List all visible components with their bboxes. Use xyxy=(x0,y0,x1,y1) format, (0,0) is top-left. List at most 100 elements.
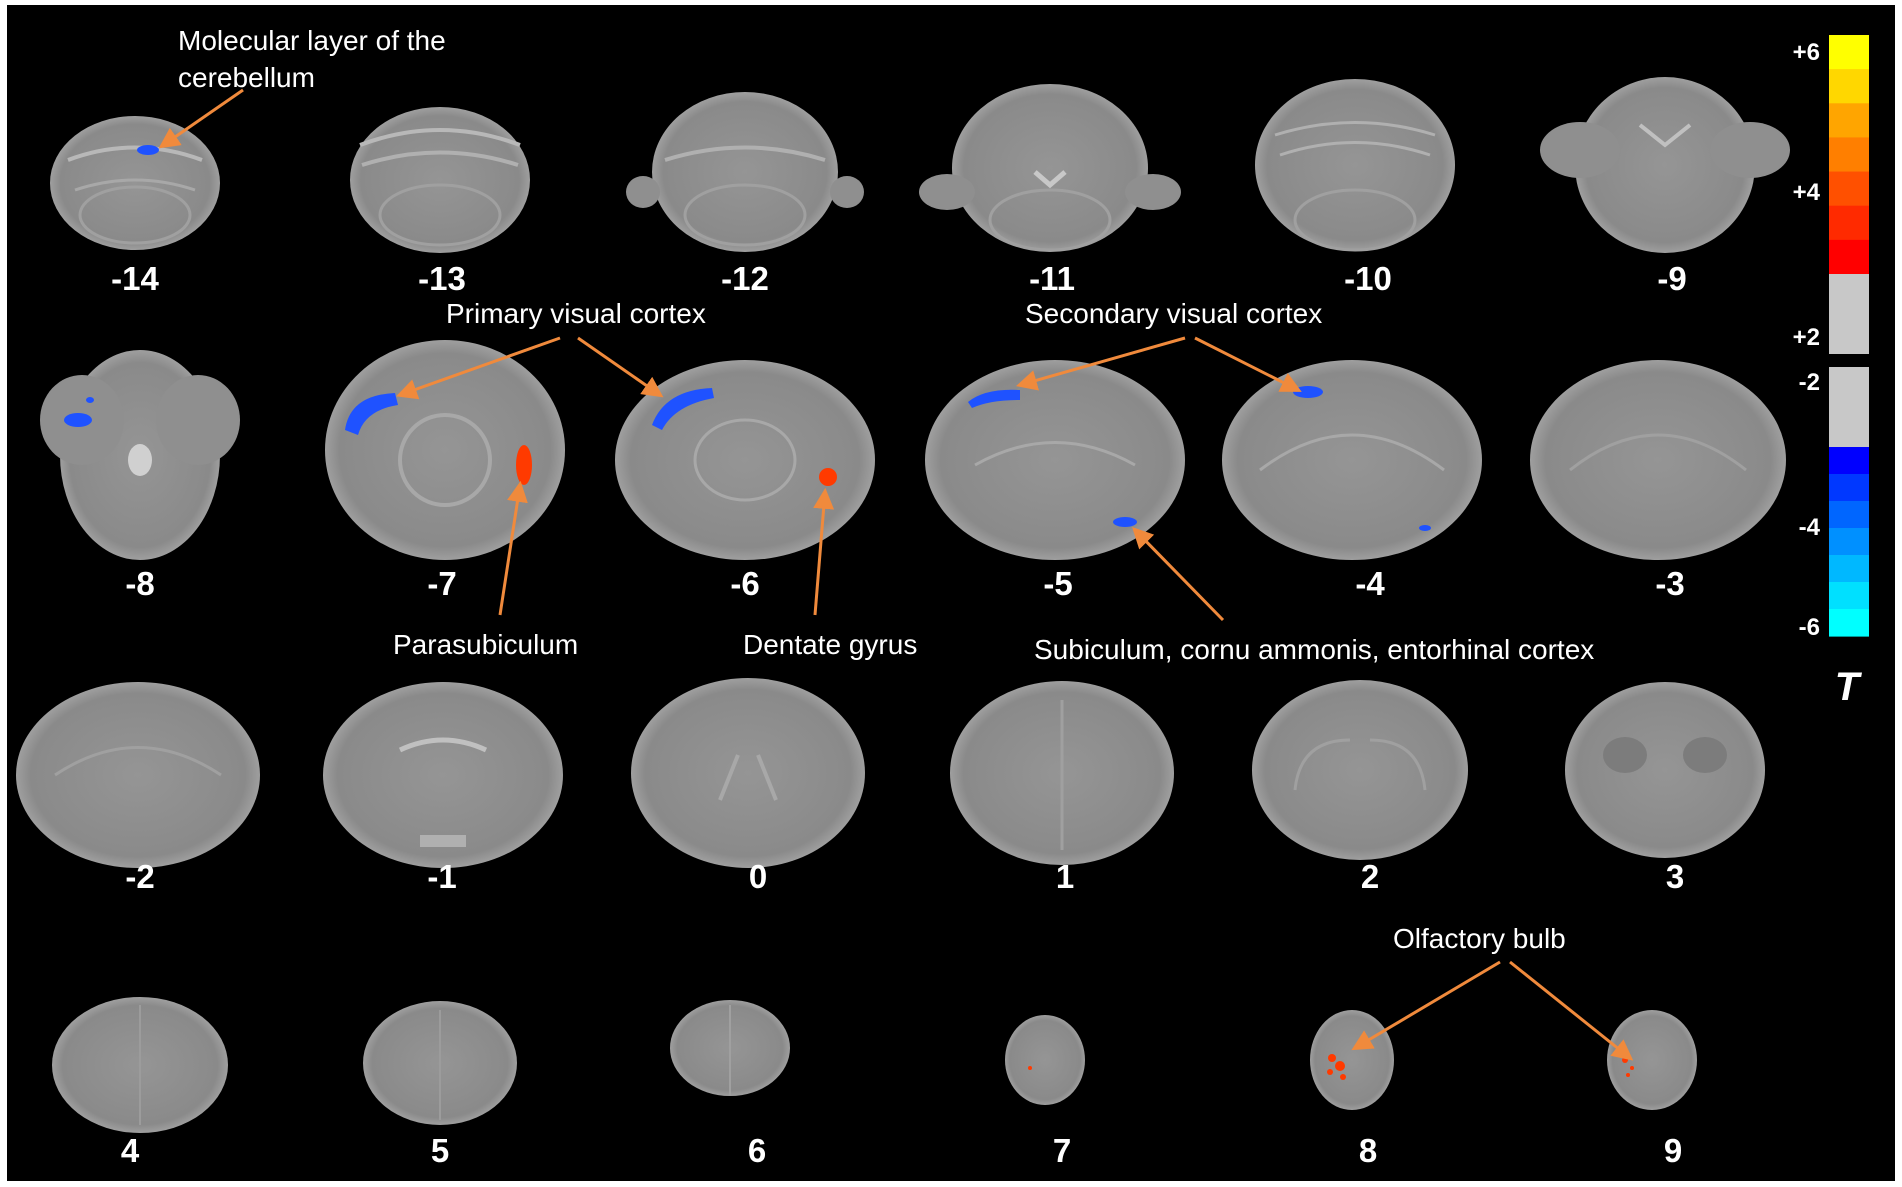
arrow-dentate xyxy=(813,487,835,616)
slice-zero xyxy=(631,678,865,868)
activation-blob xyxy=(1113,517,1137,527)
activation-blob xyxy=(1630,1066,1634,1070)
annotation-secondary-visual: Secondary visual cortex xyxy=(1025,298,1322,329)
activation-blob xyxy=(1293,386,1323,398)
colorbar-label: +6 xyxy=(1793,39,1820,66)
brain-section xyxy=(631,678,865,868)
annotation-subiculum: Subiculum, cornu ammonis, entorhinal cor… xyxy=(1034,634,1594,665)
colorbar-step xyxy=(1829,35,1869,70)
annotation-primary-visual: Primary visual cortex xyxy=(446,298,706,329)
brain-section xyxy=(1565,682,1765,858)
colorbar-neutral-lower xyxy=(1829,367,1869,447)
activation-blob xyxy=(1335,1061,1345,1071)
colorbar-step xyxy=(1829,137,1869,173)
slice-minus-9 xyxy=(1540,77,1790,253)
slice-label: 6 xyxy=(748,1132,766,1169)
activation-blob xyxy=(1327,1069,1333,1075)
activation-blob xyxy=(86,397,94,403)
brain-section xyxy=(1222,360,1482,560)
activation-blob xyxy=(652,388,714,430)
slice-label: -7 xyxy=(427,565,456,602)
slice-label: 8 xyxy=(1359,1132,1377,1169)
brain-section xyxy=(1530,360,1786,560)
brain-section xyxy=(1252,680,1468,860)
slice-label: 0 xyxy=(749,858,767,895)
brain-section xyxy=(1255,79,1455,251)
slice-minus-3 xyxy=(1530,360,1786,560)
activation-blob xyxy=(1626,1073,1630,1077)
colorbar-neutral-upper xyxy=(1829,274,1869,354)
colorbar-step xyxy=(1829,528,1869,556)
annotation-molecular-line1: Molecular layer of the xyxy=(178,25,446,56)
colorbar-step xyxy=(1829,501,1869,529)
colorbar-positive-segment xyxy=(1829,35,1869,275)
activation-blob xyxy=(968,389,1020,408)
arrow-subiculum xyxy=(1132,526,1225,622)
slice-label: -6 xyxy=(730,565,759,602)
brain-section xyxy=(652,92,838,252)
brain-section xyxy=(952,84,1148,252)
brain-section xyxy=(350,107,530,253)
brain-section xyxy=(1005,1015,1085,1105)
activation-blob xyxy=(1622,1057,1628,1063)
slice-label: -14 xyxy=(111,260,159,297)
annotation-olfactory: Olfactory bulb xyxy=(1393,923,1566,954)
slice-plus-6 xyxy=(670,1000,790,1096)
activation-blob xyxy=(137,145,159,155)
colorbar-step xyxy=(1829,582,1869,610)
activation-blob xyxy=(345,393,398,435)
arrow-primary-left xyxy=(396,336,561,400)
slice-label: 5 xyxy=(431,1132,449,1169)
slice-label: -9 xyxy=(1657,260,1686,297)
brain-section xyxy=(50,116,220,250)
slice-label: 1 xyxy=(1056,858,1074,895)
slice-minus-8 xyxy=(40,350,240,560)
activation-blob xyxy=(64,413,92,427)
slice-label: -8 xyxy=(125,565,154,602)
slice-minus-11 xyxy=(919,84,1181,252)
activation-blob xyxy=(1340,1074,1346,1080)
brain-section xyxy=(16,682,260,868)
arrow-olfactory-right xyxy=(1509,960,1634,1061)
annotation-molecular-line2: cerebellum xyxy=(178,62,315,93)
colorbar-step xyxy=(1829,474,1869,502)
colorbar-step xyxy=(1829,205,1869,241)
arrow-primary-right xyxy=(577,336,664,398)
colorbar-title: T xyxy=(1835,665,1863,709)
slice-minus-13 xyxy=(350,107,530,253)
slice-label: -3 xyxy=(1655,565,1684,602)
slice-label: -13 xyxy=(418,260,466,297)
colorbar-step xyxy=(1829,609,1869,637)
slice-minus-7 xyxy=(325,340,565,560)
slice-plus-4 xyxy=(52,997,228,1133)
arrow-olfactory-left xyxy=(1351,960,1501,1051)
slice-minus-5 xyxy=(925,360,1185,560)
arrow-parasubiculum xyxy=(498,480,528,616)
slice-minus-10 xyxy=(1255,79,1455,252)
activation-blob xyxy=(516,445,532,485)
brain-section xyxy=(1310,1010,1394,1110)
slice-minus-14 xyxy=(50,116,220,250)
colorbar-step xyxy=(1829,69,1869,104)
slice-plus-3 xyxy=(1565,682,1765,858)
activation-blob xyxy=(1328,1054,1336,1062)
annotation-arrows xyxy=(158,88,1634,1061)
brain-section xyxy=(1607,1010,1697,1110)
slice-label: 4 xyxy=(121,1132,140,1169)
slice-plus-9 xyxy=(1607,1010,1697,1110)
colorbar-step xyxy=(1829,171,1869,207)
colorbar-step xyxy=(1829,555,1869,583)
brain-section xyxy=(323,682,563,868)
arrow-secondary-left xyxy=(1015,336,1186,391)
activation-blob xyxy=(1028,1066,1032,1070)
slice-minus-6 xyxy=(615,360,875,560)
slice-label: -12 xyxy=(721,260,769,297)
colorbar-label: +4 xyxy=(1793,179,1821,206)
colorbar-label: -4 xyxy=(1799,514,1821,541)
activation-blob xyxy=(819,468,837,486)
colorbar-step xyxy=(1829,447,1869,475)
colorbar-step xyxy=(1829,239,1869,275)
arrow-molecular xyxy=(158,88,244,149)
colorbar-negative-segment xyxy=(1829,447,1869,637)
